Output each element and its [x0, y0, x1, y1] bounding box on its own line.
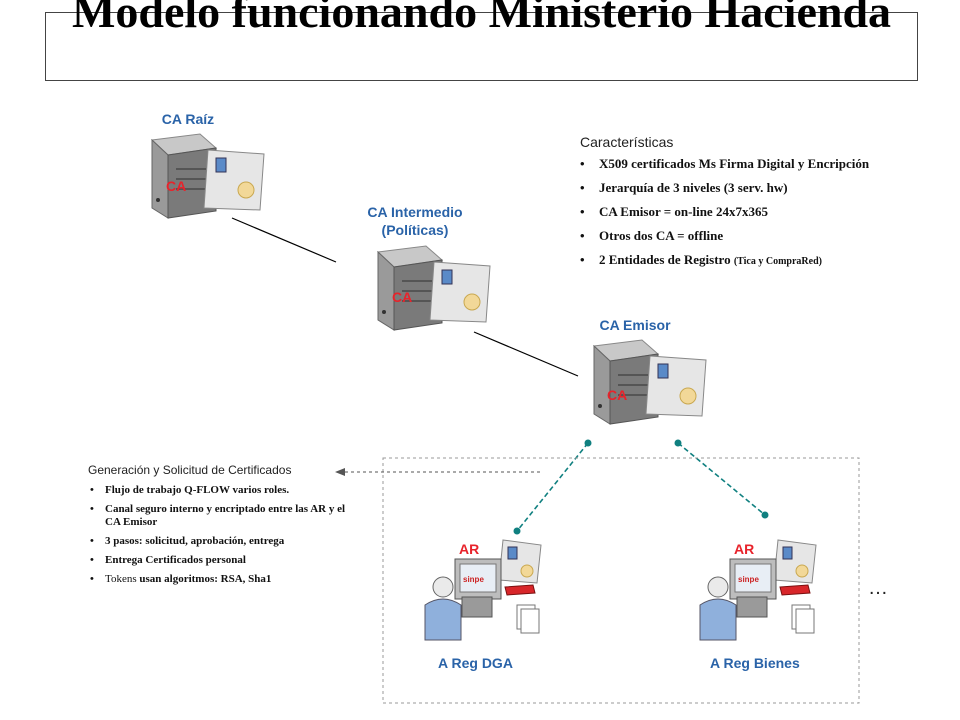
generacion-item: Entrega Certificados personal [88, 554, 358, 567]
ar-dga-node: AR sinpe [415, 535, 555, 647]
ca-emisor-node: CA [588, 334, 718, 434]
caracteristica-item: X509 certificados Ms Firma Digital y Enc… [580, 156, 950, 180]
ar-dga-badge: AR [459, 541, 480, 557]
caracteristica-item: Jerarquía de 3 niveles (3 serv. hw) [580, 180, 950, 204]
generacion-title: Generación y Solicitud de Certificados [88, 463, 292, 477]
ar-dga-label: A Reg DGA [438, 655, 513, 671]
ca-intermedio-node: CA [372, 240, 502, 340]
generacion-item: 3 pasos: solicitud, aprobación, entrega [88, 535, 358, 548]
ca-raiz-server-icon [150, 133, 265, 219]
generacion-item: Canal seguro interno y encriptado entre … [88, 503, 358, 529]
ca-intermedio-label: CA Intermedio (Políticas) [345, 203, 485, 239]
caracteristica-item: Otros dos CA = offline [580, 228, 950, 252]
link-intermedio-emisor [473, 331, 579, 377]
ca-raiz-badge: CA [166, 178, 187, 194]
ca-intermedio-label-line1: CA Intermedio [367, 204, 463, 220]
ca-raiz-label: CA Raíz [161, 111, 215, 127]
ar-dga-monitor-text: sinpe [463, 575, 484, 584]
caracteristica-item: 2 Entidades de Registro (Tica y CompraRe… [580, 252, 950, 276]
ca-intermedio-badge: CA [392, 289, 413, 305]
ar-bienes-workstation-icon [699, 539, 817, 641]
generacion-item: Tokens usan algoritmos: RSA, Sha1 [88, 573, 358, 586]
ca-emisor-label: CA Emisor [599, 317, 671, 333]
title-box [45, 12, 918, 81]
ca-emisor-badge: CA [607, 387, 628, 403]
ar-bienes-node: AR sinpe [690, 535, 830, 647]
caracteristica-item: CA Emisor = on-line 24x7x365 [580, 204, 950, 228]
link-emisor-bienes [677, 442, 766, 516]
ca-raiz-node: CA [146, 128, 276, 228]
caracteristicas-list: X509 certificados Ms Firma Digital y Enc… [580, 156, 950, 276]
ca-intermedio-server-icon [376, 245, 491, 331]
ar-dga-workstation-icon [424, 539, 542, 641]
ar-bienes-label: A Reg Bienes [710, 655, 800, 671]
ar-bienes-monitor-text: sinpe [738, 575, 759, 584]
ca-emisor-server-icon [592, 339, 707, 425]
link-emisor-dga [516, 442, 589, 532]
page-title: Modelo funcionando Ministerio Hacienda [71, 0, 892, 37]
link-raiz-intermedio [231, 217, 337, 263]
ca-intermedio-label-line2: (Políticas) [381, 222, 449, 238]
generacion-list: Flujo de trabajo Q-FLOW varios roles. Ca… [88, 484, 358, 592]
caracteristicas-title: Características [580, 134, 674, 150]
ar-bienes-badge: AR [734, 541, 755, 557]
generacion-item: Flujo de trabajo Q-FLOW varios roles. [88, 484, 358, 497]
more-entities-ellipsis: … [868, 577, 888, 599]
